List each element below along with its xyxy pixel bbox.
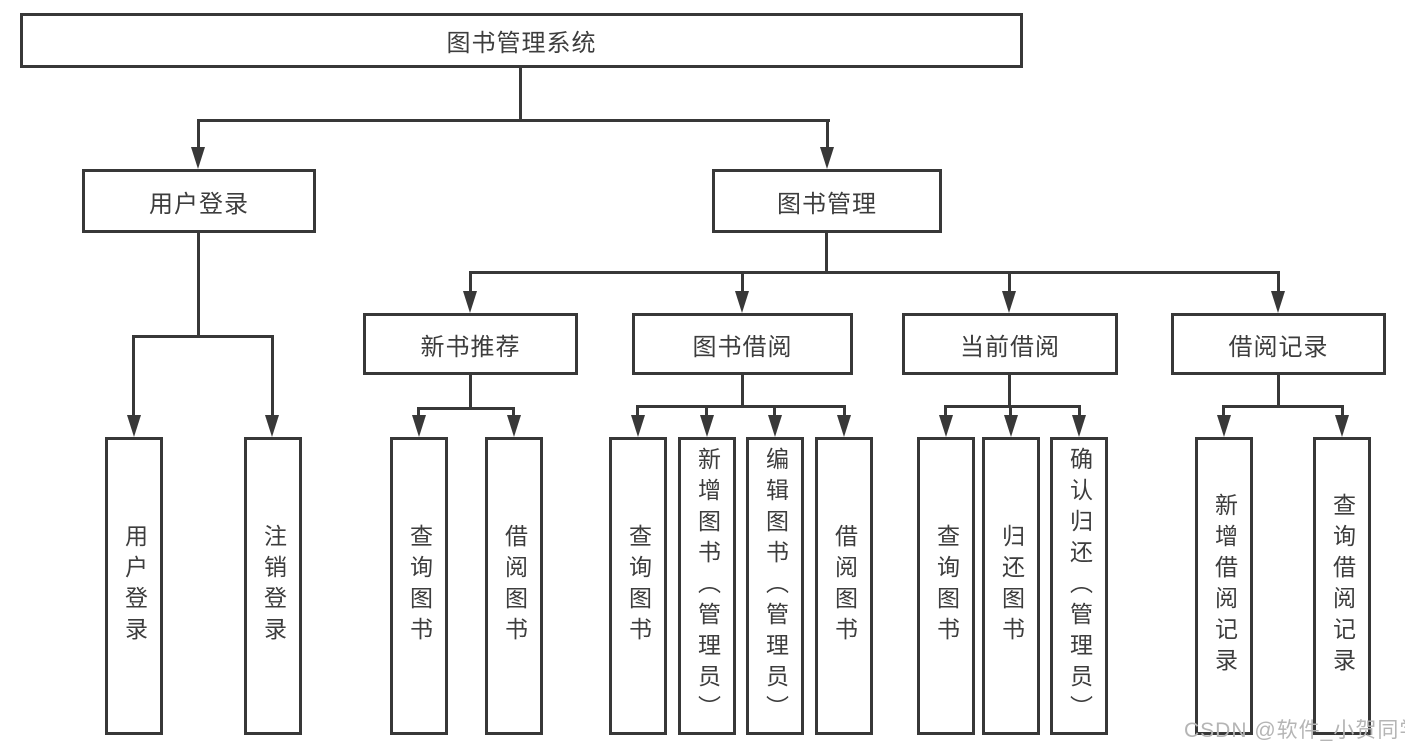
connector-drop-borrow-records bbox=[1277, 271, 1280, 293]
connector-drop bbox=[1341, 405, 1344, 417]
arrow-down-icon bbox=[1217, 415, 1231, 437]
leaf-current-return-books: 归还图书 bbox=[982, 437, 1040, 735]
node-label: 借阅记录 bbox=[1228, 333, 1329, 361]
node-label: 图书管理系统 bbox=[446, 30, 597, 57]
connector-drop bbox=[636, 405, 639, 417]
leaf-borrow-edit-books-admin: 编辑图书（管理员） bbox=[746, 437, 804, 735]
node-library-management-system: 图书管理系统 bbox=[20, 13, 1023, 68]
connector-drop bbox=[417, 407, 420, 417]
leaf-label: 归还图书 bbox=[998, 524, 1025, 648]
connector-drop bbox=[773, 405, 776, 417]
connector-current-borrow-rail bbox=[944, 405, 1081, 408]
arrow-down-icon bbox=[412, 415, 426, 437]
connector-root-stem bbox=[519, 68, 522, 122]
leaf-newbooks-borrow-books: 借阅图书 bbox=[485, 437, 543, 735]
connector-new-books-rail bbox=[417, 407, 515, 410]
connector-new-books-stem bbox=[469, 375, 472, 409]
connector-book-mgmt-stem bbox=[825, 233, 828, 273]
arrow-down-icon bbox=[700, 415, 714, 437]
connector-borrow-records-stem bbox=[1277, 375, 1280, 407]
leaf-borrow-add-books-admin: 新增图书（管理员） bbox=[678, 437, 736, 735]
leaf-label: 确认归还（管理员） bbox=[1066, 446, 1093, 726]
arrow-down-icon bbox=[127, 415, 141, 437]
connector-root-rail bbox=[197, 119, 830, 122]
leaf-label: 查询图书 bbox=[933, 524, 960, 648]
arrow-down-icon bbox=[735, 291, 749, 313]
leaf-borrow-query-books: 查询图书 bbox=[609, 437, 667, 735]
arrow-down-icon bbox=[820, 147, 834, 169]
leaf-label: 编辑图书（管理员） bbox=[762, 446, 789, 726]
connector-drop bbox=[1009, 405, 1012, 417]
connector-drop-book-mgmt bbox=[826, 119, 829, 149]
leaf-label: 注销登录 bbox=[260, 524, 287, 648]
connector-user-login-rail bbox=[132, 335, 274, 338]
connector-drop bbox=[1078, 405, 1081, 417]
connector-book-borrow-stem bbox=[741, 375, 744, 407]
connector-drop bbox=[705, 405, 708, 417]
arrow-down-icon bbox=[1072, 415, 1086, 437]
leaf-records-query-borrow-record: 查询借阅记录 bbox=[1313, 437, 1371, 735]
connector-borrow-records-rail bbox=[1222, 405, 1344, 408]
connector-drop-new-books bbox=[469, 271, 472, 293]
connector-drop-current-borrow bbox=[1008, 271, 1011, 293]
leaf-records-add-borrow-record: 新增借阅记录 bbox=[1195, 437, 1253, 735]
connector-drop-leaf-logout bbox=[271, 335, 274, 417]
arrow-down-icon bbox=[1271, 291, 1285, 313]
leaf-label: 查询图书 bbox=[625, 524, 652, 648]
connector-drop bbox=[1222, 405, 1225, 417]
leaf-logout-login: 注销登录 bbox=[244, 437, 302, 735]
arrow-down-icon bbox=[768, 415, 782, 437]
connector-book-mgmt-rail bbox=[469, 271, 1280, 274]
leaf-label: 借阅图书 bbox=[831, 524, 858, 648]
node-label: 新书推荐 bbox=[420, 333, 521, 361]
arrow-down-icon bbox=[837, 415, 851, 437]
node-book-borrow: 图书借阅 bbox=[632, 313, 853, 375]
connector-drop bbox=[512, 407, 515, 417]
leaf-borrow-borrow-books: 借阅图书 bbox=[815, 437, 873, 735]
node-label: 用户登录 bbox=[149, 190, 249, 218]
node-label: 当前借阅 bbox=[960, 333, 1060, 361]
leaf-label: 查询图书 bbox=[406, 524, 433, 648]
leaf-current-confirm-return-admin: 确认归还（管理员） bbox=[1050, 437, 1108, 735]
node-borrow-records: 借阅记录 bbox=[1171, 313, 1386, 375]
leaf-newbooks-query-books: 查询图书 bbox=[390, 437, 448, 735]
arrow-down-icon bbox=[939, 415, 953, 437]
arrow-down-icon bbox=[265, 415, 279, 437]
arrow-down-icon bbox=[463, 291, 477, 313]
leaf-current-query-books: 查询图书 bbox=[917, 437, 975, 735]
connector-drop bbox=[843, 405, 846, 417]
leaf-label: 借阅图书 bbox=[501, 524, 528, 648]
connector-drop-book-borrow bbox=[741, 271, 744, 293]
arrow-down-icon bbox=[1004, 415, 1018, 437]
arrow-down-icon bbox=[507, 415, 521, 437]
leaf-label: 用户登录 bbox=[121, 524, 148, 648]
arrow-down-icon bbox=[191, 147, 205, 169]
leaf-label: 新增图书（管理员） bbox=[694, 446, 721, 726]
node-current-borrow: 当前借阅 bbox=[902, 313, 1118, 375]
connector-drop-user-login bbox=[197, 119, 200, 149]
arrow-down-icon bbox=[1335, 415, 1349, 437]
leaf-label: 查询借阅记录 bbox=[1329, 493, 1356, 679]
node-new-book-recommend: 新书推荐 bbox=[363, 313, 578, 375]
connector-drop-leaf-user-login bbox=[132, 335, 135, 417]
node-user-login: 用户登录 bbox=[82, 169, 316, 233]
watermark-csdn: CSDN @软件_小贺同学 bbox=[1184, 719, 1405, 742]
arrow-down-icon bbox=[631, 415, 645, 437]
arrow-down-icon bbox=[1002, 291, 1016, 313]
node-label: 图书借阅 bbox=[692, 333, 793, 361]
node-label: 图书管理 bbox=[777, 190, 877, 218]
connector-current-borrow-stem bbox=[1008, 375, 1011, 407]
connector-book-borrow-rail bbox=[636, 405, 846, 408]
connector-drop bbox=[944, 405, 947, 417]
connector-user-login-stem bbox=[197, 233, 200, 337]
leaf-user-login: 用户登录 bbox=[105, 437, 163, 735]
node-book-management: 图书管理 bbox=[712, 169, 942, 233]
leaf-label: 新增借阅记录 bbox=[1211, 493, 1238, 679]
